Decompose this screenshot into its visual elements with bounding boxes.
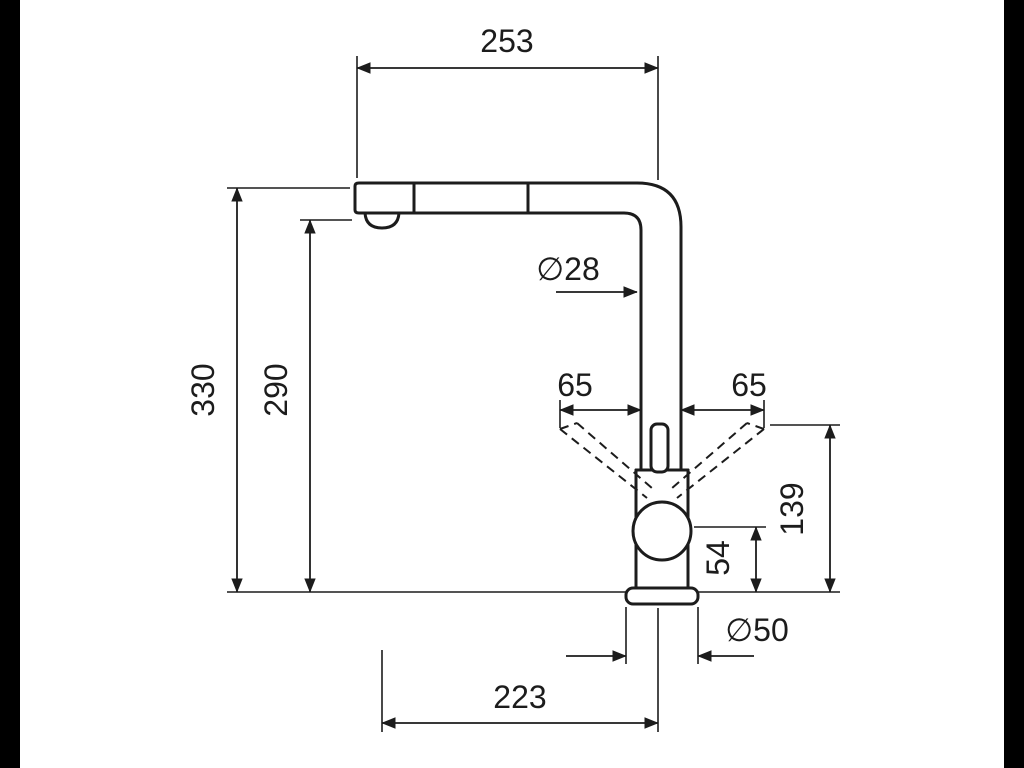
faucet-outline	[227, 181, 840, 606]
dim-label-65-left: 65	[557, 367, 593, 403]
base-flange	[624, 586, 700, 606]
dimension-handle-height: 139	[770, 424, 840, 593]
dim-label-65-right: 65	[731, 367, 767, 403]
lever-swing-right-dashed	[676, 428, 765, 499]
lever-swing-left-cap-dashed	[559, 422, 578, 430]
dim-label-54: 54	[700, 540, 736, 576]
dimension-body-height: 54	[694, 526, 766, 593]
lever-swing-left-dashed	[576, 422, 654, 490]
right-letterbox-bar	[1004, 0, 1024, 768]
aerator-outlet	[363, 211, 401, 230]
dimension-swing-left: 65	[557, 367, 642, 428]
lever-swing-left-dashed	[559, 428, 648, 499]
dim-label-253: 253	[480, 23, 533, 59]
dimension-top-width: 253	[356, 23, 659, 180]
dim-label-223: 223	[493, 679, 546, 715]
dimension-pipe-diameter: ∅28	[536, 251, 638, 298]
dimension-overall-height: 330	[185, 187, 350, 593]
lever-swing-right-dashed	[670, 422, 748, 490]
sphere-joint	[631, 500, 693, 562]
dim-label-139: 139	[774, 482, 810, 535]
lever-handle	[649, 422, 670, 474]
dimension-swing-right: 65	[680, 367, 767, 428]
dim-label-330: 330	[185, 363, 221, 416]
lever-swing-right-cap-dashed	[746, 422, 765, 430]
dim-label-d50: ∅50	[725, 612, 788, 648]
dimension-base-diameter: ∅50	[566, 607, 789, 664]
dimension-bottom-width: 223	[381, 608, 659, 732]
dimension-spout-height: 290	[258, 219, 352, 593]
spout-and-riser	[353, 181, 683, 472]
dim-label-d28: ∅28	[536, 251, 599, 287]
left-letterbox-bar	[0, 0, 20, 768]
dim-label-290: 290	[258, 363, 294, 416]
